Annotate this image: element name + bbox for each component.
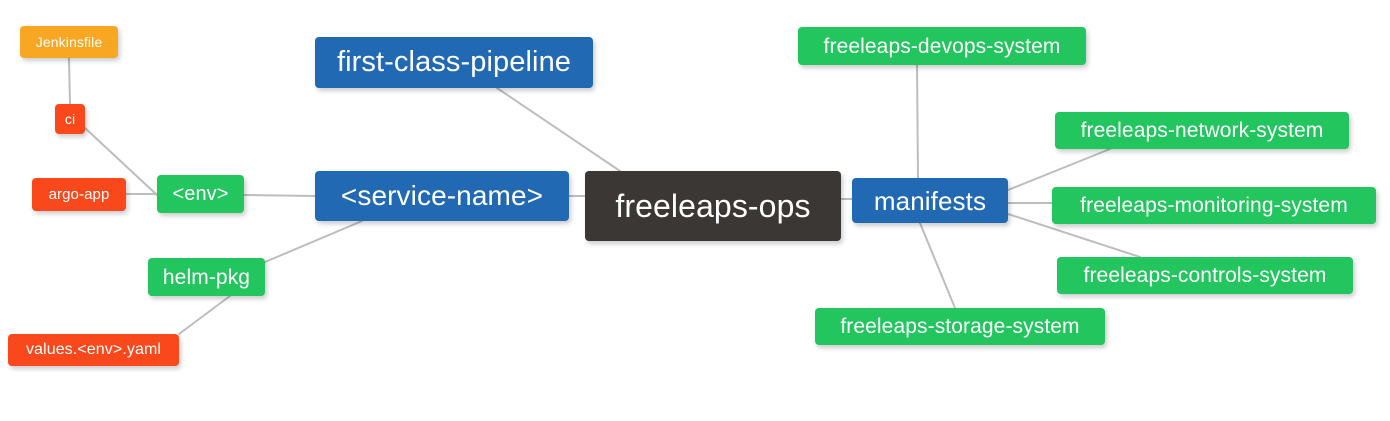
mindmap-edge [264, 220, 363, 263]
mindmap-node-label: <service-name> [340, 180, 544, 211]
mindmap-edge [178, 295, 231, 335]
mindmap-node-label: freeleaps-devops-system [823, 34, 1061, 58]
mindmap-edge [1007, 148, 1111, 191]
mindmap-edge [68, 57, 71, 105]
mindmap-node-label: argo-app [48, 186, 110, 203]
mindmap-node-freeleaps-devops-system[interactable]: freeleaps-devops-system [798, 27, 1086, 65]
mindmap-node-service-name[interactable]: <service-name> [315, 171, 569, 221]
mindmap-node-values-yaml[interactable]: values.<env>.yaml [8, 334, 179, 366]
mindmap-node-label: first-class-pipeline [336, 46, 572, 78]
mindmap-node-label: freeleaps-network-system [1080, 119, 1324, 142]
mindmap-node-env[interactable]: <env> [157, 175, 244, 213]
mindmap-node-label: helm-pkg [162, 265, 251, 289]
mindmap-node-first-class-pipeline[interactable]: first-class-pipeline [315, 37, 593, 88]
mindmap-node-ci[interactable]: ci [55, 104, 85, 134]
mindmap-edge [496, 87, 621, 172]
mindmap-edge [916, 64, 919, 179]
mindmap-node-freeleaps-monitoring-system[interactable]: freeleaps-monitoring-system [1052, 187, 1376, 224]
mindmap-node-argo-app[interactable]: argo-app [32, 178, 126, 211]
mindmap-edge [243, 194, 316, 197]
mindmap-node-helm-pkg[interactable]: helm-pkg [148, 258, 265, 296]
mindmap-node-label: values.<env>.yaml [25, 341, 162, 358]
mindmap-node-freeleaps-storage-system[interactable]: freeleaps-storage-system [815, 308, 1105, 345]
mindmap-node-label: freeleaps-ops [615, 188, 811, 224]
mindmap-node-jenkinsfile[interactable]: Jenkinsfile [20, 26, 118, 58]
mindmap-edge [919, 222, 956, 309]
mindmap-node-freeleaps-controls-system[interactable]: freeleaps-controls-system [1057, 257, 1353, 294]
mindmap-node-label: ci [64, 111, 76, 127]
mindmap-node-label: freeleaps-controls-system [1083, 264, 1327, 287]
mindmap-node-manifests[interactable]: manifests [852, 178, 1008, 223]
mindmap-node-label: freeleaps-storage-system [840, 315, 1080, 338]
mindmap-node-freeleaps-ops[interactable]: freeleaps-ops [585, 171, 841, 241]
mindmap-node-label: <env> [172, 183, 229, 205]
mindmap-node-freeleaps-network-system[interactable]: freeleaps-network-system [1055, 112, 1349, 149]
mindmap-node-label: manifests [873, 185, 987, 216]
mindmap-node-label: Jenkinsfile [35, 34, 103, 50]
mindmap-node-label: freeleaps-monitoring-system [1080, 194, 1348, 217]
